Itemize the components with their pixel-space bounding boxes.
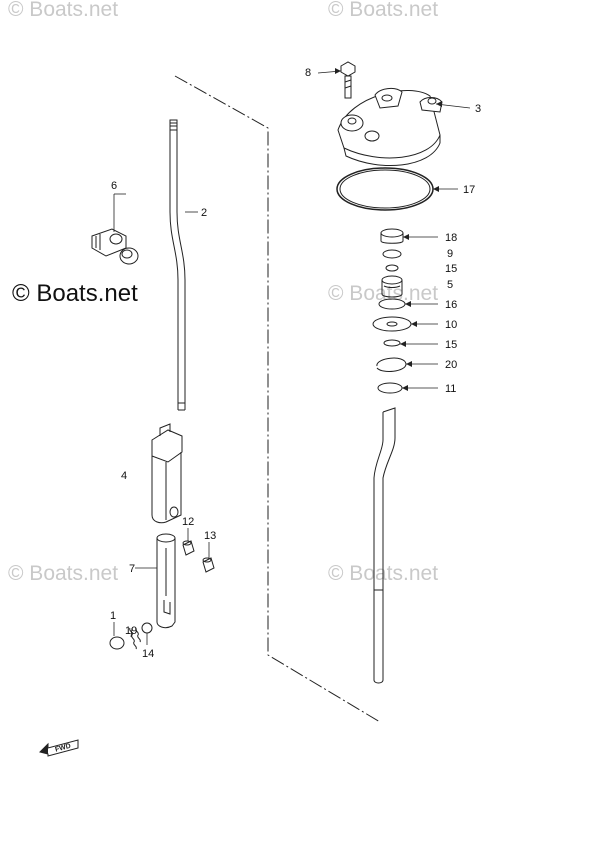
callout-10: 10 (445, 319, 457, 331)
fwd-label: FWD (54, 743, 71, 754)
o-ring-16 (378, 298, 406, 310)
callout-5: 5 (447, 279, 453, 291)
assembly-outline (174, 75, 381, 723)
watermark: © Boats.net (328, 0, 439, 21)
callout-1: 1 (110, 610, 116, 622)
callout-17: 17 (463, 184, 475, 196)
watermark: © Boats.net (328, 282, 439, 305)
spring-19 (129, 627, 141, 650)
shift-rod-upper (169, 119, 186, 411)
callout-12: 12 (182, 516, 194, 528)
o-ring-17 (336, 167, 434, 211)
o-ring-15a (385, 264, 399, 272)
pin-12 (182, 540, 195, 556)
part-1-cap (109, 636, 125, 650)
boats-net-watermark: © Boats.net (12, 280, 138, 307)
pin-13 (202, 557, 215, 573)
callout-16: 16 (445, 299, 457, 311)
callout-15: 15 (445, 263, 457, 275)
callout-9: 9 (447, 248, 453, 260)
fwd-direction-badge: FWD (38, 734, 82, 763)
seal-9 (382, 249, 402, 259)
ball-14 (141, 622, 153, 634)
shift-lever (151, 423, 183, 524)
callout-18: 18 (445, 232, 457, 244)
callout-14: 14 (142, 648, 154, 660)
circlip-20 (376, 357, 407, 372)
bushing-18 (380, 228, 404, 244)
leader-arrowheads (335, 68, 442, 391)
callout-15: 15 (445, 339, 457, 351)
callout-11: 11 (445, 383, 456, 395)
callout-8: 8 (305, 67, 311, 79)
callout-7: 7 (129, 563, 135, 575)
watermark: © Boats.net (8, 562, 119, 585)
callout-13: 13 (204, 530, 216, 542)
fwd-arrow-icon: FWD (39, 739, 79, 757)
bushing-5 (381, 275, 403, 298)
leader-lines (113, 70, 471, 645)
o-ring-15b (383, 339, 401, 347)
watermark: © Boats.net (8, 0, 119, 21)
washer-11 (377, 382, 403, 394)
callout-19: 19 (125, 625, 137, 637)
callout-2: 2 (201, 207, 207, 219)
callout-4: 4 (121, 470, 127, 482)
callout-3: 3 (475, 103, 481, 115)
housing-cover (337, 87, 443, 166)
shift-rod-lower (156, 533, 176, 629)
bolt-8 (340, 61, 356, 99)
callout-6: 6 (111, 180, 117, 192)
rod-guide-clip (91, 228, 139, 265)
shift-shaft (373, 407, 396, 684)
callout-20: 20 (445, 359, 457, 371)
washer-10 (372, 316, 412, 332)
